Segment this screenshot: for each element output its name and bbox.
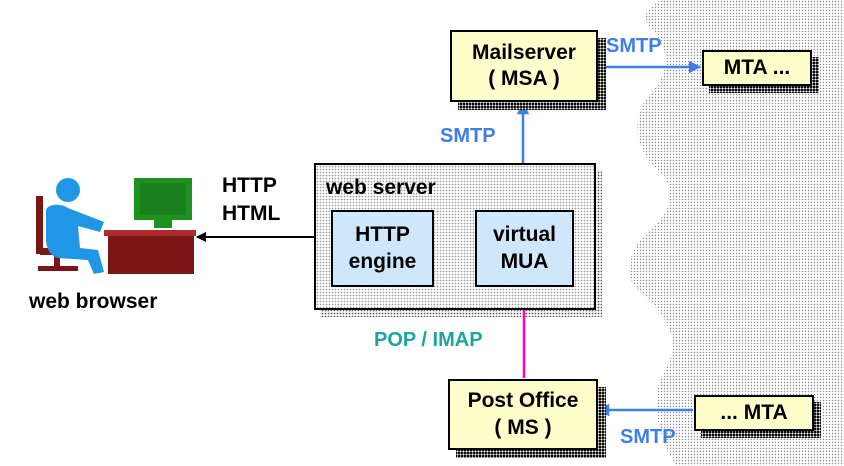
post-office-ms-box: Post Office ( MS ): [448, 379, 598, 450]
mailserver-msa-box: Mailserver ( MSA ): [450, 30, 598, 102]
post-office-line1: Post Office: [467, 389, 579, 413]
desk-icon: [104, 230, 196, 274]
http-engine-line2: engine: [348, 249, 417, 273]
computer-user-icon: [36, 178, 196, 274]
http-engine-line1: HTTP: [355, 223, 410, 247]
web-server-label: web server: [326, 176, 436, 199]
monitor-icon: [134, 178, 192, 228]
http-engine-box: HTTP engine: [331, 210, 434, 287]
mailserver-line2: ( MSA ): [488, 67, 560, 90]
virtual-mua-box: virtual MUA: [475, 210, 574, 287]
mta-outbound-box: MTA ...: [702, 50, 812, 86]
mta-inbound-box: ... MTA: [694, 395, 814, 431]
smtp-submit-label: SMTP: [440, 125, 496, 147]
virtual-mua-line1: virtual: [492, 223, 557, 247]
smtp-deliver-label: SMTP: [620, 426, 676, 448]
mta-inbound-label: ... MTA: [720, 400, 788, 424]
virtual-mua-line2: MUA: [500, 249, 549, 273]
smtp-relay-label: SMTP: [606, 35, 662, 57]
http-label: HTTP: [222, 174, 277, 197]
pop-imap-label: POP / IMAP: [374, 329, 483, 351]
html-label: HTML: [222, 202, 281, 225]
mailserver-line1: Mailserver: [472, 40, 576, 64]
web-browser-label: web browser: [29, 290, 158, 313]
post-office-line2: ( MS ): [494, 415, 552, 439]
mta-outbound-label: MTA ...: [723, 55, 791, 79]
internet-cloud: [629, 0, 844, 466]
